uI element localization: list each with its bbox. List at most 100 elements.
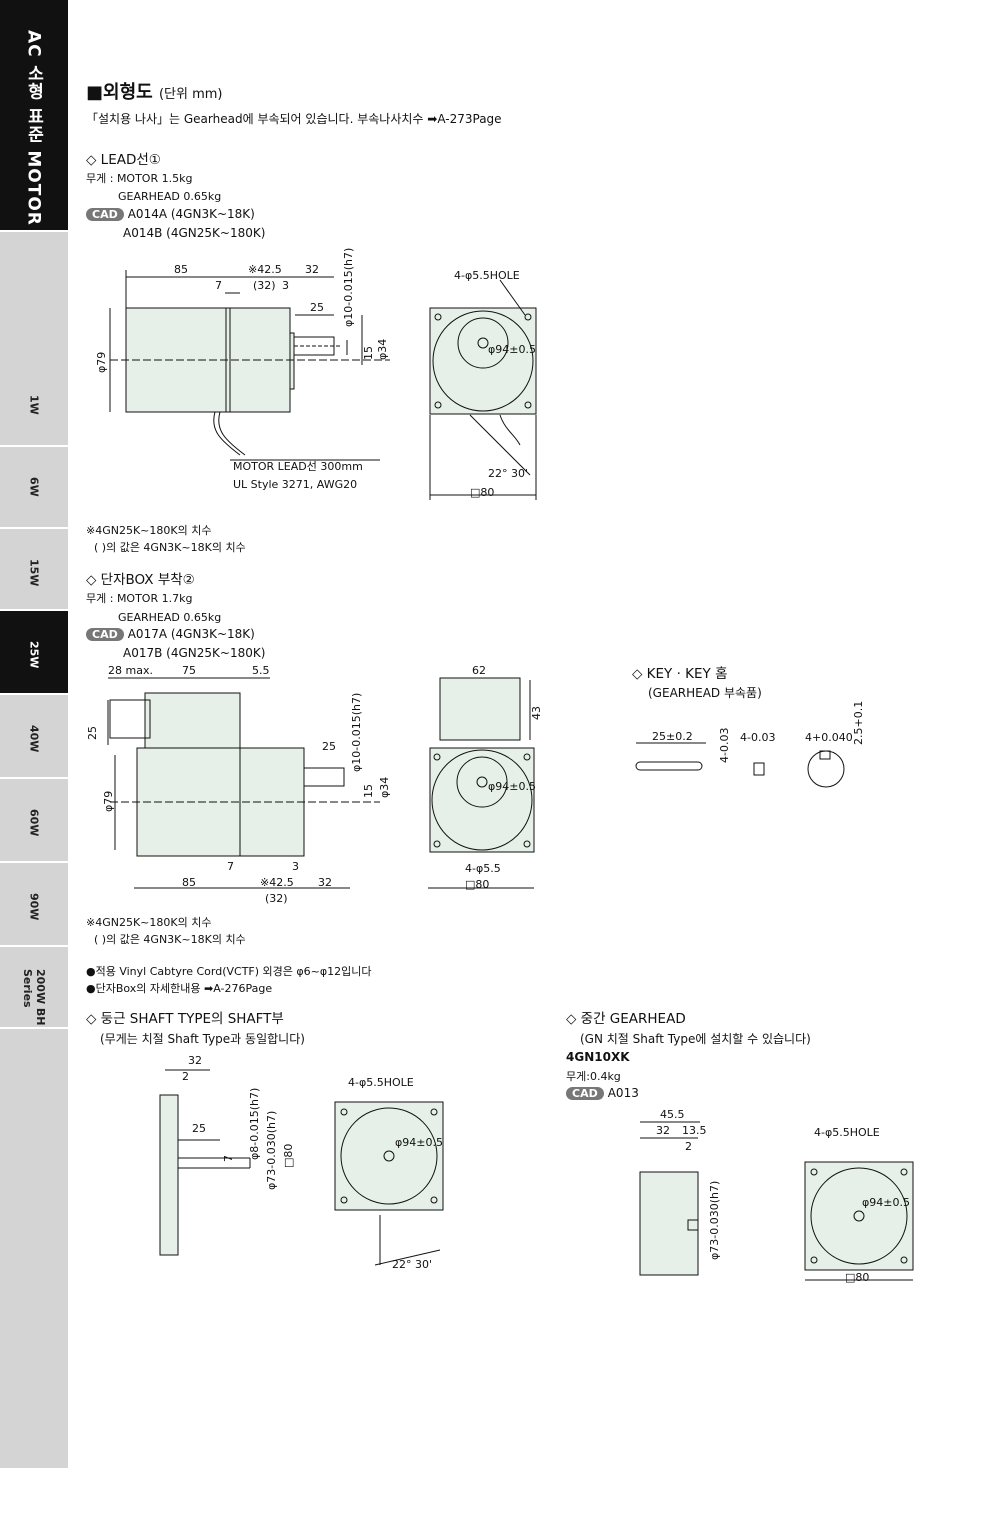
dim-7: 7	[227, 860, 234, 873]
mid-title: ◇ 중간 GEARHEAD	[566, 1011, 686, 1027]
dim-42-5: ※42.5	[248, 263, 282, 276]
dim-85: 85	[182, 876, 196, 889]
install-note: 「설치용 나사」는 Gearhead에 부속되어 있습니다. 부속나사치수 ➡A…	[86, 112, 502, 126]
dim-hole: 4-φ5.5	[465, 862, 501, 875]
lead-motor-drawing: 85 ※42.5 32 7 (32) 3 25 φ10-0.015(h7) 15…	[95, 248, 537, 500]
lead-note-2: UL Style 3271, AWG20	[233, 478, 357, 491]
box-foot-2: ( )의 값은 4GN3K~18K의 치수	[94, 933, 246, 946]
dim-shaft: φ10-0.015(h7)	[342, 248, 355, 327]
round-hole: 4-φ5.5HOLE	[348, 1076, 414, 1089]
dim-32: 32	[318, 876, 332, 889]
key-h: 2.5+0.1	[852, 701, 865, 745]
mid-d32: 32	[656, 1124, 670, 1137]
dim-7: 7	[215, 279, 222, 292]
round-d2: 2	[182, 1070, 189, 1083]
round-phi73: φ73-0.030(h7)	[265, 1111, 278, 1190]
dim-15: 15	[362, 784, 375, 798]
dim-3: 3	[282, 279, 289, 292]
tab-1w[interactable]: 1W	[0, 365, 68, 447]
tab-6w[interactable]: 6W	[0, 447, 68, 529]
key-title: ◇ KEY · KEY 홈	[632, 666, 728, 682]
key-w3: 4+0.040	[805, 731, 853, 744]
lead-note-1: MOTOR LEAD선 300mm	[233, 460, 363, 473]
round-phi94: φ94±0.5	[395, 1136, 443, 1149]
tab-200w[interactable]: 200W BH Series	[0, 947, 68, 1029]
round-shaft: φ8-0.015(h7)	[248, 1088, 261, 1160]
lead-weight-motor: 무게 : MOTOR 1.5kg	[86, 172, 193, 185]
dim-shaft: φ10-0.015(h7)	[350, 693, 363, 772]
cad-badge: CAD	[566, 1087, 604, 1101]
box-section-title: ◇ 단자BOX 부착②	[86, 572, 195, 588]
lead-cad-2: A014B (4GN25K~180K)	[123, 226, 266, 240]
mid-sq80: □80	[845, 1271, 869, 1284]
mid-model: 4GN10XK	[566, 1050, 630, 1064]
round-d25: 25	[192, 1122, 206, 1135]
mid-hole: 4-φ5.5HOLE	[814, 1126, 880, 1139]
round-d7: 7	[222, 1155, 235, 1162]
round-title: ◇ 둥근 SHAFT TYPE의 SHAFT부	[86, 1011, 284, 1027]
note-vctf: ●적용 Vinyl Cabtyre Cord(VCTF) 외경은 φ6~φ12입…	[86, 965, 372, 978]
dim-32: 32	[305, 263, 319, 276]
lead-foot-2: ( )의 값은 4GN3K~18K의 치수	[94, 541, 246, 554]
box-motor-drawing: 28 max. 75 5.5 62 43 25 25 φ79 φ10-0.015…	[86, 664, 543, 905]
dim-32p: (32)	[265, 892, 288, 905]
mid-d2: 2	[685, 1140, 692, 1153]
lead-weight-gear: GEARHEAD 0.65kg	[118, 190, 222, 203]
dim-phi79: φ79	[102, 791, 115, 812]
mid-d135: 13.5	[682, 1124, 707, 1137]
round-d32: 32	[188, 1054, 202, 1067]
tab-25w[interactable]: 25W	[0, 611, 68, 695]
dim-5-5: 5.5	[252, 664, 270, 677]
dim-42-5: ※42.5	[260, 876, 294, 889]
mid-phi73: φ73-0.030(h7)	[708, 1181, 721, 1260]
round-sub: (무게는 치절 Shaft Type과 동일합니다)	[100, 1032, 305, 1046]
cad-badge: CAD	[86, 628, 124, 642]
tab-15w[interactable]: 15W	[0, 529, 68, 611]
mid-d455: 45.5	[660, 1108, 685, 1121]
cad-badge: CAD	[86, 208, 124, 222]
dim-phi34: φ34	[376, 339, 389, 360]
box-foot-1: ※4GN25K~180K의 치수	[86, 916, 212, 929]
dim-sq80: □80	[470, 486, 494, 499]
key-w2: 4-0.03	[740, 731, 775, 744]
tab-40w[interactable]: 40W	[0, 695, 68, 779]
dim-62: 62	[472, 664, 486, 677]
dim-phi34: φ34	[378, 777, 391, 798]
dim-3: 3	[292, 860, 299, 873]
dim-sq80: □80	[465, 878, 489, 891]
mid-sub: (GN 치절 Shaft Type에 설치할 수 있습니다)	[580, 1032, 811, 1046]
tab-90w[interactable]: 90W	[0, 863, 68, 947]
mid-phi94: φ94±0.5	[862, 1196, 910, 1209]
dim-phi94: φ94±0.5	[488, 343, 536, 356]
dim-25a: 25	[86, 726, 99, 740]
box-weight-motor: 무게 : MOTOR 1.7kg	[86, 592, 193, 605]
dim-85: 85	[174, 263, 188, 276]
dim-15: 15	[362, 346, 375, 360]
key-drawing: 25±0.2 4-0.03 4-0.03 4+0.040 2.5+0.1	[635, 701, 865, 788]
round-sq80: □80	[282, 1144, 295, 1168]
round-angle: 22° 30'	[392, 1258, 432, 1271]
dim-32p: (32)	[253, 279, 276, 292]
dim-phi94: φ94±0.5	[488, 780, 536, 793]
round-shaft-drawing: 32 2 25 7 φ8-0.015(h7) φ73-0.030(h7) □80…	[159, 1054, 444, 1271]
sidebar-title: AC 소형 표준 MOTOR	[0, 0, 68, 232]
dim-hole: 4-φ5.5HOLE	[454, 269, 520, 282]
box-cad-2: A017B (4GN25K~180K)	[123, 646, 266, 660]
sidebar: AC 소형 표준 MOTOR 1W 6W 15W 25W 40W 60W 90W…	[0, 0, 68, 1468]
page-title: ■외형도 (단위 mm)	[86, 82, 223, 103]
dim-25b: 25	[322, 740, 336, 753]
dim-75: 75	[182, 664, 196, 677]
dim-phi79: φ79	[95, 352, 108, 373]
key-len: 25±0.2	[652, 730, 693, 743]
tab-60w[interactable]: 60W	[0, 779, 68, 863]
dim-28max: 28 max.	[108, 664, 153, 677]
mid-gearhead-drawing: 45.5 32 13.5 2 φ73-0.030(h7) 4-φ5.5HOLE …	[639, 1108, 914, 1284]
dim-43: 43	[530, 706, 543, 720]
lead-section-title: ◇ LEAD선①	[86, 152, 161, 168]
box-weight-gear: GEARHEAD 0.65kg	[118, 611, 222, 624]
dim-25: 25	[310, 301, 324, 314]
lead-foot-1: ※4GN25K~180K의 치수	[86, 524, 212, 537]
note-box: ●단자Box의 자세한내용 ➡A-276Page	[86, 982, 273, 995]
